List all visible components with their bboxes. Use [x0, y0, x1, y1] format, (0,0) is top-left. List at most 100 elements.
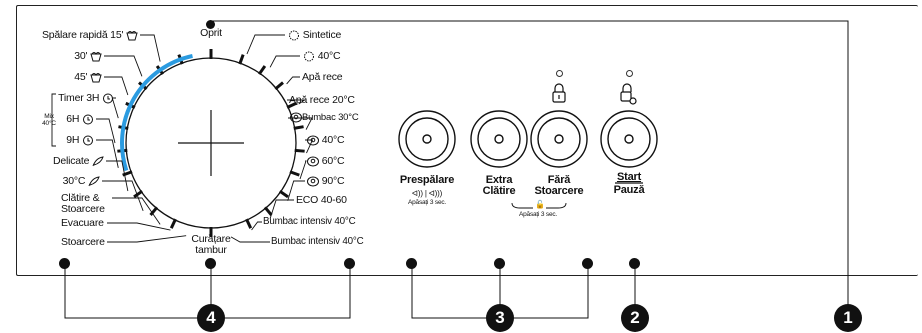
dial-tick [289, 170, 300, 177]
basin-icon [126, 30, 138, 41]
snowflake-icon [288, 30, 300, 41]
program-30c[interactable]: 30°C [20, 175, 100, 187]
dial-leader-lines [51, 34, 314, 243]
leader-line [96, 118, 116, 144]
leader-line [299, 160, 307, 180]
leader-line [112, 197, 161, 225]
dial-mix-arc [120, 53, 193, 172]
dial-tick [263, 206, 273, 216]
program-rinse-spin-1[interactable]: Clătire & [61, 192, 100, 204]
dial-tick [293, 125, 304, 130]
pointer-dot [344, 258, 355, 269]
cotton-icon [307, 156, 319, 167]
pointer-dot [629, 258, 640, 269]
program-synthetics-40[interactable]: 40°C [303, 50, 341, 62]
program-cotton-intensive-b[interactable]: Bumbac intensiv 40°C [271, 236, 364, 247]
program-cold-water-20[interactable]: Apă rece 20°C [289, 94, 355, 106]
cotton-icon [307, 135, 319, 146]
program-cotton-40[interactable]: 40°C [307, 134, 345, 146]
no-spin-led [556, 70, 563, 77]
clock-icon [82, 135, 94, 146]
clock-icon [82, 114, 94, 125]
program-cotton-90[interactable]: 90°C [307, 175, 345, 187]
leader-line [287, 99, 307, 105]
program-timer-9h[interactable]: 9H [20, 134, 94, 146]
basin-icon [90, 51, 102, 62]
feather-icon [92, 156, 104, 167]
dial-tick [294, 148, 305, 153]
leader-line [107, 222, 171, 231]
mix-label-2: 40°C [42, 120, 56, 127]
leader-line [104, 55, 143, 77]
dial-tick [257, 65, 267, 76]
control-panel [16, 5, 918, 276]
leader-line [288, 117, 313, 130]
no-spin-button[interactable] [531, 111, 587, 167]
lock-icon [552, 83, 566, 103]
program-cotton-60[interactable]: 60°C [307, 155, 345, 167]
leader-line [269, 55, 300, 68]
dial-tick [149, 206, 159, 216]
program-synthetics[interactable]: Sintetice [288, 29, 341, 41]
extra-rinse-button[interactable] [471, 111, 527, 167]
dial-tick [286, 101, 297, 109]
pointer-dot [205, 258, 216, 269]
program-timer-6h[interactable]: 6H [20, 113, 94, 125]
cotton-icon [307, 176, 319, 187]
no-spin-label-1: Fără [547, 174, 571, 186]
child-lock-hint: Apăsați 3 sec. [518, 211, 558, 218]
leader-line [102, 180, 144, 212]
program-spin[interactable]: Stoarcere [61, 236, 105, 248]
speaker-icon: ᐊ)) | ᐊ))) [411, 189, 443, 198]
callout-lines [64, 20, 849, 319]
start-label: Start [616, 171, 642, 183]
program-quick-15[interactable]: Spălare rapidă 15' [20, 29, 138, 41]
prewash-button[interactable] [399, 111, 455, 167]
extra-rinse-label-1: Extra [485, 174, 513, 186]
extra-rinse-label-2: Clătire [482, 185, 516, 197]
feather-icon [88, 176, 100, 187]
callout-3: 3 [486, 304, 514, 332]
program-cold-water[interactable]: Apă rece [302, 71, 343, 83]
pause-label: Pauză [613, 184, 645, 196]
program-cotton-30[interactable]: Bumbac 30°C [290, 112, 359, 124]
callout-4: 4 [197, 304, 225, 332]
leader-line [96, 139, 119, 168]
program-cotton-intensive-a[interactable]: Bumbac intensiv 40°C [263, 216, 356, 227]
start-pause-button[interactable] [601, 111, 657, 167]
cotton-icon [290, 112, 302, 123]
program-eco-40-60[interactable]: ECO 40-60 [296, 194, 347, 206]
snowflake-icon [303, 51, 315, 62]
pointer-dot [582, 258, 593, 269]
dial-tick [133, 189, 144, 199]
drum-clean-label-1: Curățare [191, 233, 231, 245]
pointer-dot [494, 258, 505, 269]
dial-tick [278, 189, 289, 199]
program-timer-3h[interactable]: Timer 3H [20, 92, 114, 104]
program-30min[interactable]: 30' [20, 50, 102, 62]
leader-line [287, 180, 305, 201]
child-lock-icon: 🔓 [535, 200, 545, 209]
drum-clean-label-2: tambur [195, 244, 227, 256]
leader-line [246, 34, 285, 55]
program-45min[interactable]: 45' [20, 71, 102, 83]
oprit-marker [206, 20, 215, 29]
button-rings [398, 110, 658, 168]
leader-line [286, 76, 300, 85]
no-spin-label-2: Stoarcere [534, 185, 584, 197]
program-delicate[interactable]: Delicate [20, 155, 104, 167]
leader-line [251, 221, 262, 231]
prewash-label: Prespălare [399, 174, 455, 186]
dial-tick [169, 218, 177, 229]
pointer-dot [406, 258, 417, 269]
callout-1: 1 [834, 304, 862, 332]
dial-tick [238, 54, 245, 65]
leader-line [107, 235, 187, 243]
callout-2: 2 [621, 304, 649, 332]
basin-icon [90, 72, 102, 83]
clock-icon [102, 93, 114, 104]
pointer-dot [59, 258, 70, 269]
program-rinse-spin-2[interactable]: Stoarcere [61, 203, 105, 215]
program-drain[interactable]: Evacuare [61, 217, 104, 229]
